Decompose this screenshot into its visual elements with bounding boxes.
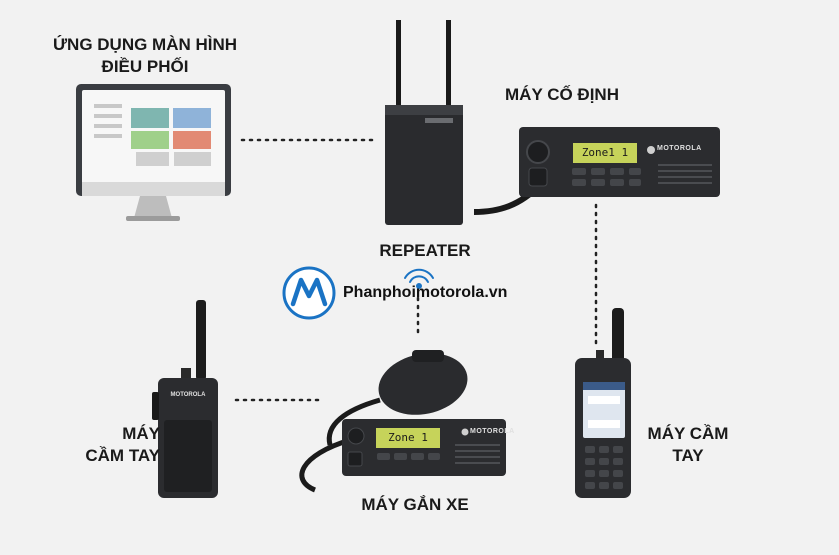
- label-handheld-left-line2: CẦM TAY: [85, 446, 160, 465]
- label-dispatch-app-line2: ĐIỀU PHỐI: [101, 57, 189, 76]
- fixed-station-display: Zone1 1: [581, 146, 629, 159]
- fixed-station: [473, 127, 720, 215]
- mobile-radio: [299, 350, 506, 493]
- handheld-radio-left: [152, 300, 218, 498]
- label-handheld-left-line1: MÁY: [122, 424, 160, 443]
- repeater-unit: [385, 20, 463, 225]
- label-handheld-right-line2: TAY: [672, 446, 704, 465]
- label-mobile: MÁY GẮN XE: [361, 495, 469, 514]
- site-brand-text: Phanphoimotorola.vn: [343, 284, 508, 301]
- mobile-radio-display: Zone 1: [388, 431, 428, 444]
- label-dispatch-app-line1: ỨNG DỤNG MÀN HÌNH: [52, 35, 238, 54]
- label-repeater: REPEATER: [379, 241, 471, 260]
- signal-icon: [404, 268, 434, 289]
- label-handheld-left: MÁY CẦM TAY: [40, 423, 160, 467]
- mobile-radio-brand: MOTOROLA: [470, 428, 515, 435]
- handheld-radio-right: [575, 308, 631, 498]
- handheld-left-brand: MOTOROLA: [170, 392, 206, 398]
- dispatch-monitor: [76, 84, 231, 221]
- label-handheld-right: MÁY CẦM TAY: [628, 423, 748, 467]
- motorola-logo-icon: [282, 266, 336, 320]
- fixed-station-brand: MOTOROLA: [657, 145, 702, 152]
- label-dispatch-app: ỨNG DỤNG MÀN HÌNH ĐIỀU PHỐI: [20, 34, 270, 78]
- label-fixed-station: MÁY CỐ ĐỊNH: [505, 85, 619, 104]
- label-handheld-right-line1: MÁY CẦM: [647, 424, 729, 443]
